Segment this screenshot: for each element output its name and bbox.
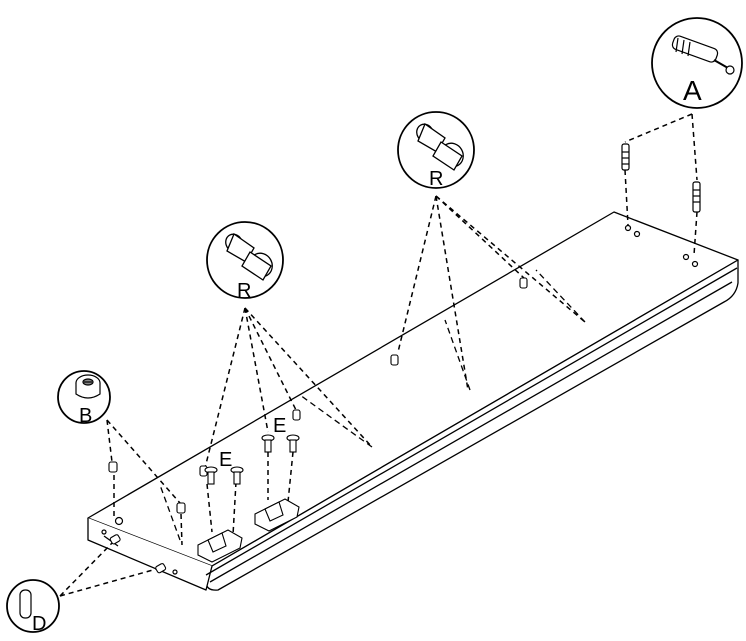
cam-lock-icon bbox=[108, 461, 186, 514]
cam-bolt-icon bbox=[671, 35, 735, 75]
callout-r-upper: R bbox=[397, 111, 475, 190]
cam-lock-icon bbox=[75, 374, 101, 399]
callout-d: D bbox=[6, 579, 60, 635]
screw-e-label-1: E bbox=[219, 449, 232, 471]
shelf-pin-icon bbox=[416, 123, 464, 171]
callout-r-lower-label: R bbox=[237, 280, 251, 302]
callout-r-upper-label: R bbox=[429, 168, 443, 190]
hinge-plate-icon bbox=[197, 498, 300, 563]
panel-holes bbox=[101, 224, 699, 575]
wood-dowel-icon bbox=[109, 534, 167, 574]
screw-e-label-2: E bbox=[273, 415, 286, 437]
cam-bolt-icon bbox=[621, 143, 701, 213]
callout-b: B bbox=[57, 370, 111, 427]
callout-b-label: B bbox=[79, 405, 92, 427]
leader-lines bbox=[59, 113, 698, 597]
shelf-pin-icon bbox=[225, 233, 273, 281]
board-panel bbox=[87, 211, 739, 591]
wood-dowel-icon bbox=[19, 589, 32, 619]
callout-a: A bbox=[651, 17, 743, 109]
screw-icon bbox=[204, 434, 300, 485]
callout-r-lower: R bbox=[206, 221, 284, 302]
callout-d-label: D bbox=[32, 613, 46, 635]
shelf-pin-icon bbox=[199, 277, 528, 477]
callout-a-label: A bbox=[683, 75, 702, 106]
